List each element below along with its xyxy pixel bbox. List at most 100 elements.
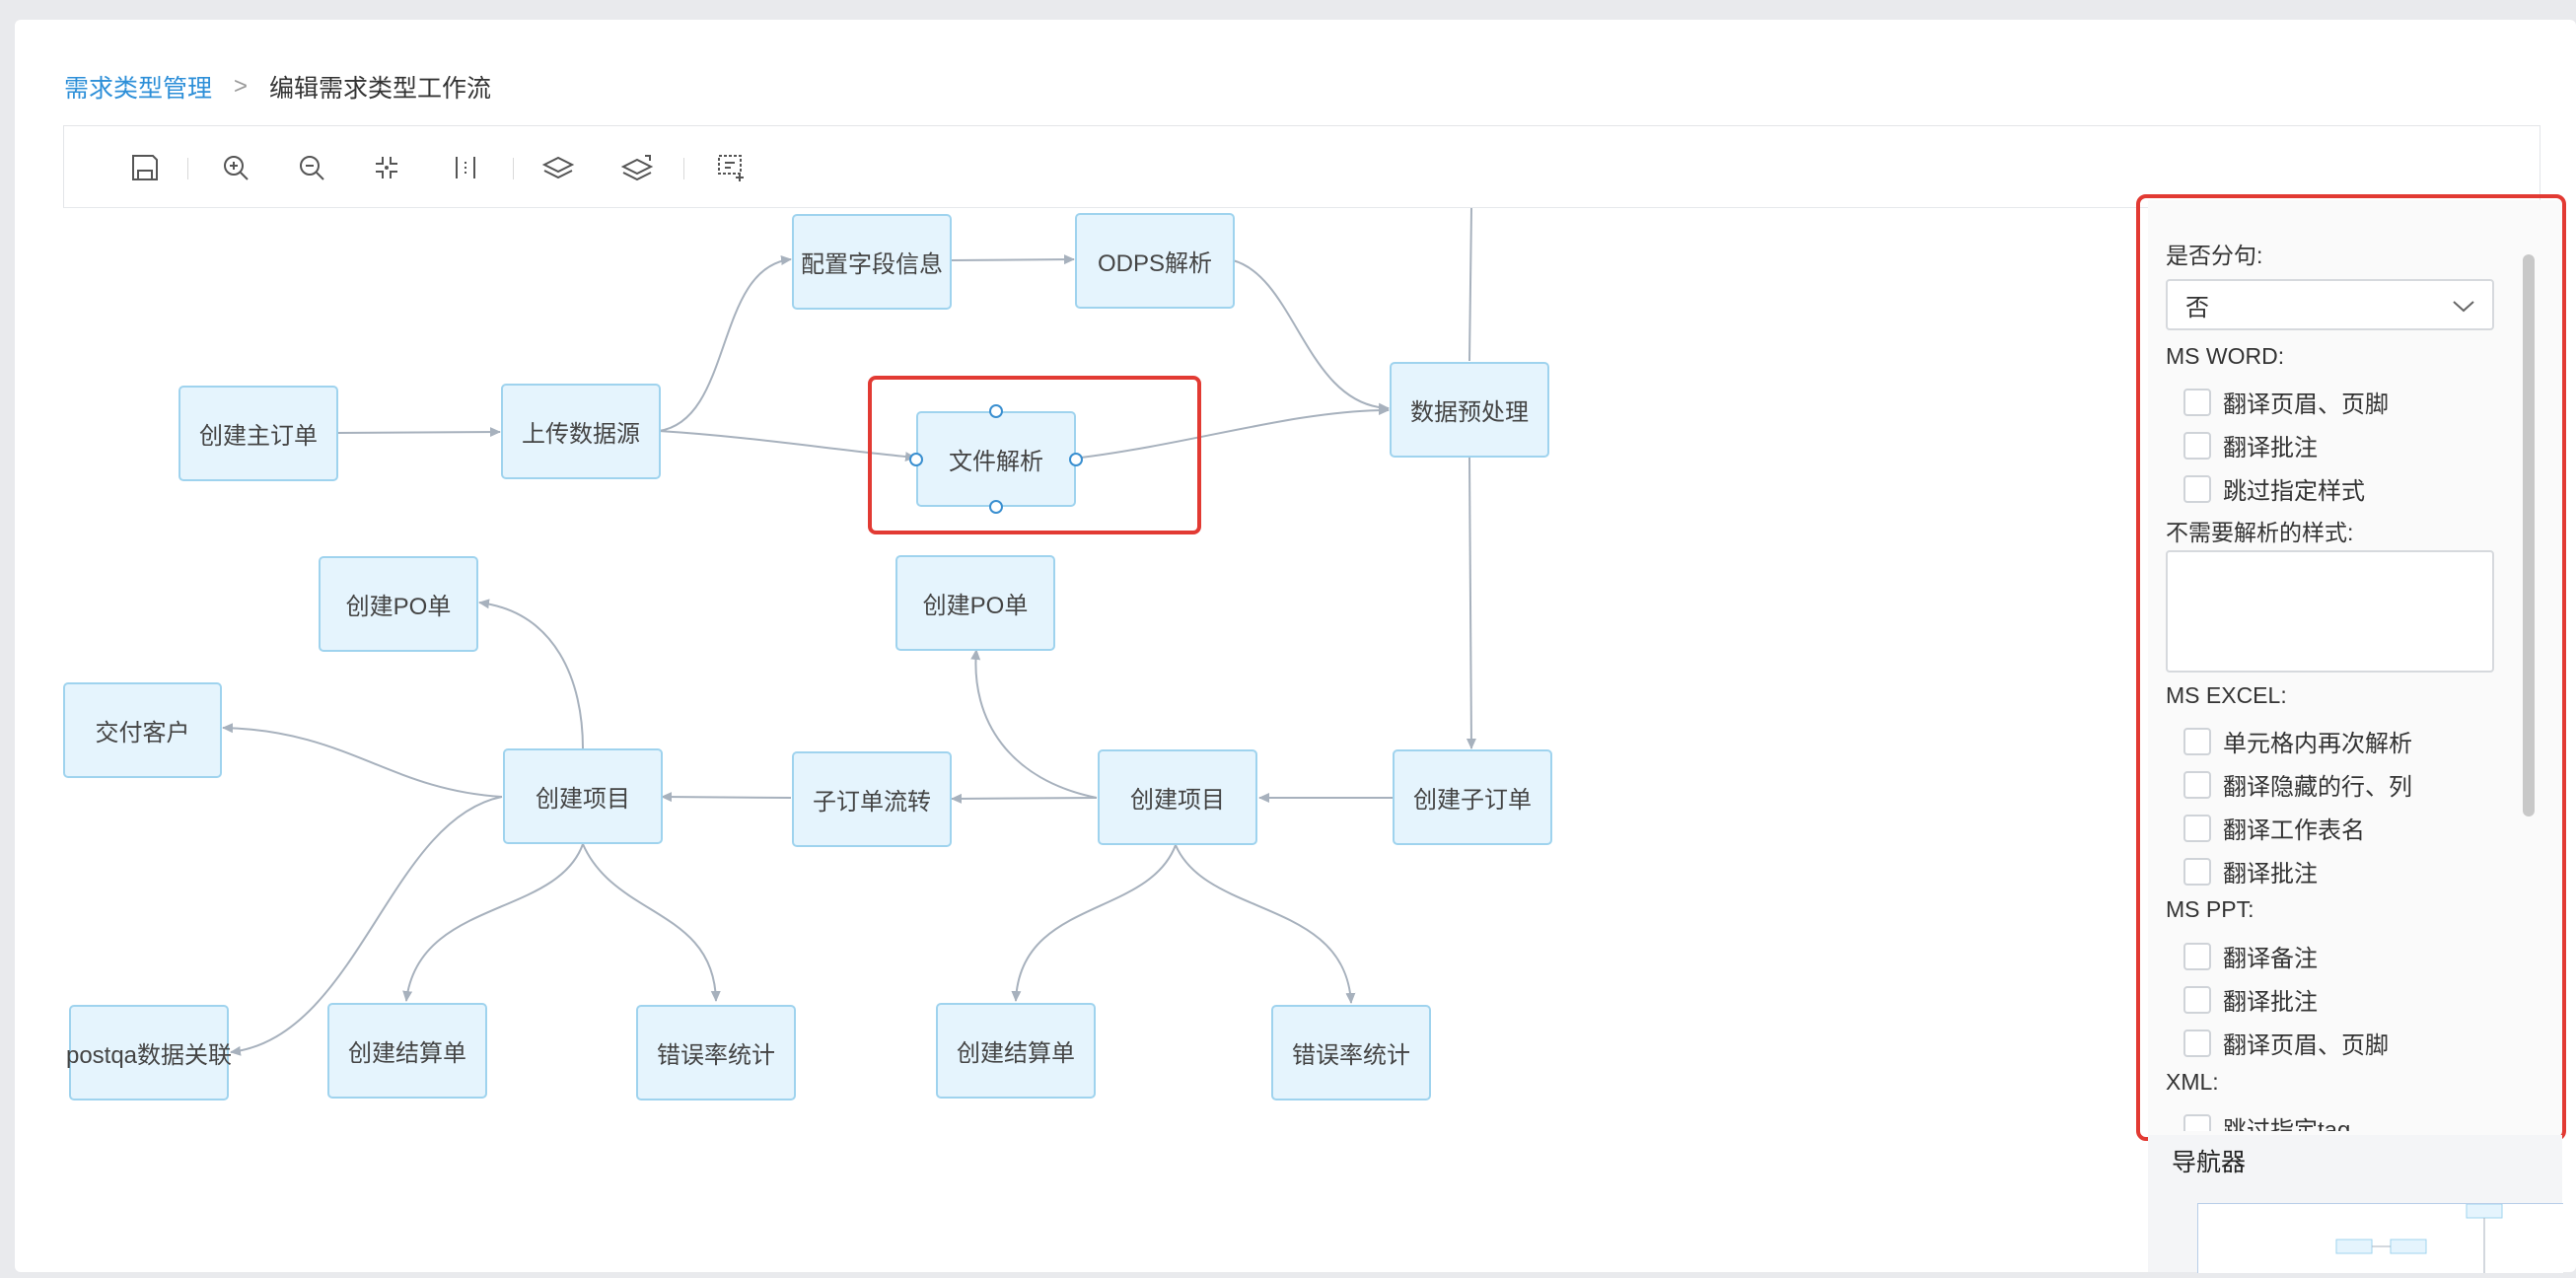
checkbox-msexcel-reparse[interactable]: 单元格内再次解析 xyxy=(2183,724,2412,758)
exclude-styles-textarea[interactable] xyxy=(2166,550,2494,673)
checkbox-label: 翻译备注 xyxy=(2223,946,2318,972)
msppt-label: MS PPT: xyxy=(2166,896,2254,922)
checkbox-xml-skip-tag[interactable]: 跳过指定tag xyxy=(2183,1110,2350,1131)
breadcrumb-separator: > xyxy=(234,73,249,100)
edge[interactable] xyxy=(658,430,916,462)
node-create-project-left[interactable]: 创建项目 xyxy=(503,748,663,844)
navigator-minimap[interactable] xyxy=(2148,1189,2563,1273)
checkbox-box[interactable] xyxy=(2183,1029,2211,1057)
node-settlement-left[interactable]: 创建结算单 xyxy=(327,1003,487,1099)
checkbox-msexcel-comments[interactable]: 翻译批注 xyxy=(2183,854,2318,888)
workflow-canvas[interactable]: 创建主订单 上传数据源 配置字段信息 ODPS解析 文件解析 数据预处理 创建P… xyxy=(63,208,2146,1272)
edge[interactable] xyxy=(478,599,584,749)
anchor-left-handle[interactable] xyxy=(909,453,923,466)
checkbox-box[interactable] xyxy=(2183,727,2211,755)
zoom-in-button[interactable] xyxy=(211,126,260,209)
edge[interactable] xyxy=(1468,208,1472,362)
checkbox-label: 翻译批注 xyxy=(2223,861,2318,888)
layer-up-button[interactable] xyxy=(612,126,662,209)
actual-size-button[interactable] xyxy=(441,126,490,209)
edge-layer xyxy=(222,208,1476,1056)
edge[interactable] xyxy=(970,649,1098,799)
layer-up-icon xyxy=(620,155,654,181)
split-select[interactable]: 否 xyxy=(2166,279,2494,330)
anchor-right-handle[interactable] xyxy=(1069,453,1083,466)
node-deliver-customer[interactable]: 交付客户 xyxy=(63,682,222,778)
checkbox-msppt-notes[interactable]: 翻译备注 xyxy=(2183,939,2318,973)
edge[interactable] xyxy=(582,843,721,1002)
edge[interactable] xyxy=(336,427,501,438)
checkbox-msword-skip-styles[interactable]: 跳过指定样式 xyxy=(2183,471,2365,506)
checkbox-label: 翻译页眉、页脚 xyxy=(2223,391,2389,418)
checkbox-box[interactable] xyxy=(2183,942,2211,970)
chevron-down-icon xyxy=(2453,301,2474,313)
node-error-rate-right[interactable]: 错误率统计 xyxy=(1271,1005,1431,1100)
checkbox-label: 翻译页眉、页脚 xyxy=(2223,1032,2389,1059)
zoom-in-icon xyxy=(224,156,249,180)
checkbox-label: 翻译批注 xyxy=(2223,989,2318,1016)
checkbox-box[interactable] xyxy=(2183,1113,2211,1131)
edge[interactable] xyxy=(402,843,584,1002)
checkbox-box[interactable] xyxy=(2183,857,2211,886)
checkbox-label: 单元格内再次解析 xyxy=(2223,731,2412,757)
node-settlement-right[interactable]: 创建结算单 xyxy=(936,1003,1096,1099)
checkbox-label: 跳过指定样式 xyxy=(2223,478,2365,505)
checkbox-box[interactable] xyxy=(2183,770,2211,799)
edge[interactable] xyxy=(951,793,1098,804)
msexcel-label: MS EXCEL: xyxy=(2166,682,2287,708)
navigator-viewport[interactable] xyxy=(2197,1203,2563,1273)
checkbox-box[interactable] xyxy=(2183,388,2211,416)
edge[interactable] xyxy=(1466,457,1476,749)
node-file-parse[interactable]: 文件解析 xyxy=(916,411,1076,507)
node-upload-source[interactable]: 上传数据源 xyxy=(501,384,661,479)
anchor-top-handle[interactable] xyxy=(989,404,1003,418)
anchor-bottom-handle[interactable] xyxy=(989,500,1003,514)
node-postqa-link[interactable]: postqa数据关联 xyxy=(66,1005,232,1100)
checkbox-msppt-comments[interactable]: 翻译批注 xyxy=(2183,982,2318,1017)
fit-view-icon xyxy=(376,157,397,178)
edge[interactable] xyxy=(230,796,503,1056)
multi-select-button[interactable] xyxy=(707,126,756,209)
edge[interactable] xyxy=(1232,259,1390,413)
zoom-out-button[interactable] xyxy=(287,126,336,209)
edge[interactable] xyxy=(1011,844,1177,1002)
layer-down-button[interactable] xyxy=(534,126,583,209)
checkbox-box[interactable] xyxy=(2183,814,2211,842)
fit-view-button[interactable] xyxy=(362,126,411,209)
edge[interactable] xyxy=(1080,405,1390,459)
checkbox-msexcel-sheet-names[interactable]: 翻译工作表名 xyxy=(2183,811,2365,845)
node-config-fields[interactable]: 配置字段信息 xyxy=(792,214,952,310)
node-create-main-order[interactable]: 创建主订单 xyxy=(179,386,338,481)
properties-scroll-area[interactable]: 是否分句: 否 MS WORD: 翻译页眉、页脚 翻译批注 跳过指定样式 不需要… xyxy=(2148,200,2540,1131)
edge[interactable] xyxy=(950,254,1075,265)
node-create-po-left[interactable]: 创建PO单 xyxy=(319,556,478,652)
node-error-rate-left[interactable]: 错误率统计 xyxy=(636,1005,796,1100)
node-create-sub-order[interactable]: 创建子订单 xyxy=(1393,749,1552,845)
edge[interactable] xyxy=(661,792,792,803)
checkbox-box[interactable] xyxy=(2183,431,2211,460)
checkbox-label: 翻译隐藏的行、列 xyxy=(2223,774,2412,801)
split-label: 是否分句: xyxy=(2166,243,2263,268)
node-sub-order-flow[interactable]: 子订单流转 xyxy=(792,751,952,847)
checkbox-msppt-header-footer[interactable]: 翻译页眉、页脚 xyxy=(2183,1026,2389,1060)
checkbox-msword-comments[interactable]: 翻译批注 xyxy=(2183,428,2318,462)
edge[interactable] xyxy=(222,723,503,798)
edge[interactable] xyxy=(658,255,792,432)
panel-scrollbar[interactable] xyxy=(2523,254,2535,816)
checkbox-box[interactable] xyxy=(2183,474,2211,503)
node-data-preprocess[interactable]: 数据预处理 xyxy=(1390,362,1549,458)
node-odps-parse[interactable]: ODPS解析 xyxy=(1075,213,1235,309)
node-create-po-mid[interactable]: 创建PO单 xyxy=(895,555,1055,651)
checkbox-box[interactable] xyxy=(2183,985,2211,1014)
node-create-project-right[interactable]: 创建项目 xyxy=(1098,749,1257,845)
xml-label: XML: xyxy=(2166,1069,2219,1095)
breadcrumb-parent-link[interactable]: 需求类型管理 xyxy=(64,75,213,103)
save-icon xyxy=(132,155,158,180)
checkbox-msword-header-footer[interactable]: 翻译页眉、页脚 xyxy=(2183,385,2389,419)
split-select-value: 否 xyxy=(2185,294,2209,321)
actual-size-icon xyxy=(456,157,475,178)
edge[interactable] xyxy=(1175,844,1356,1004)
checkbox-msexcel-hidden[interactable]: 翻译隐藏的行、列 xyxy=(2183,767,2412,802)
msword-label: MS WORD: xyxy=(2166,343,2285,369)
save-button[interactable] xyxy=(120,126,170,209)
